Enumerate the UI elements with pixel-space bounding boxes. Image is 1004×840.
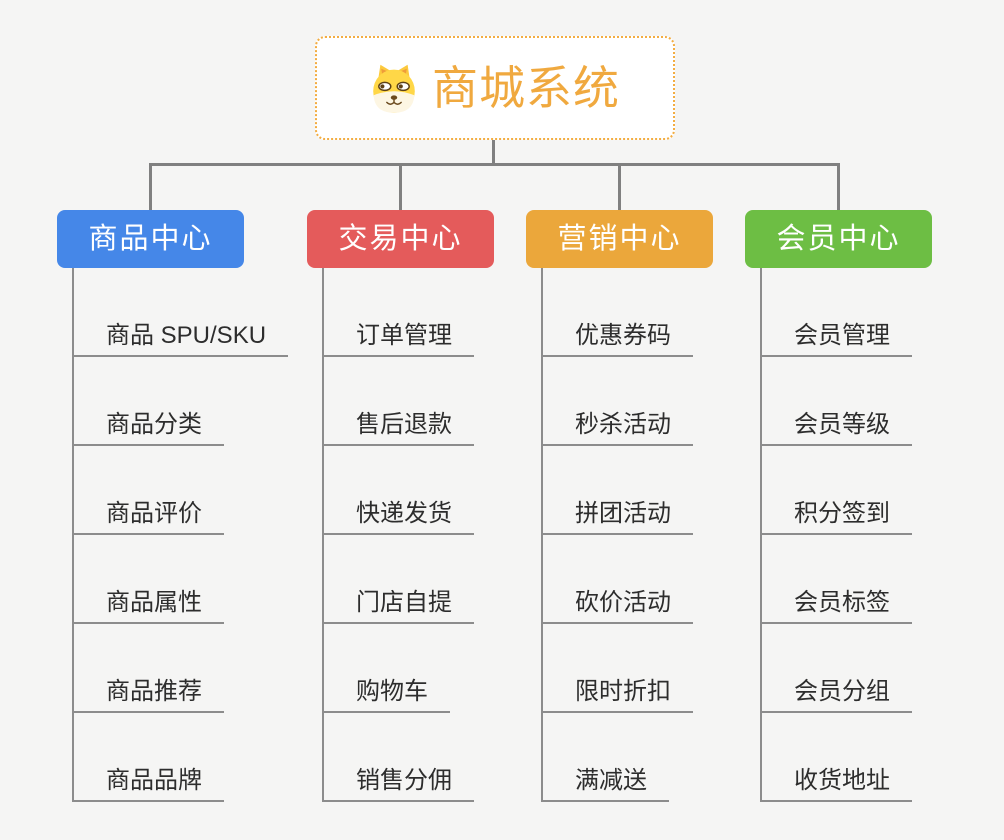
connector-branch-trunk — [760, 268, 762, 802]
leaf-node[interactable]: 商品品牌 — [72, 767, 224, 802]
leaf-node[interactable]: 商品属性 — [72, 589, 224, 624]
connector-branch-drop — [399, 163, 402, 210]
leaf-node[interactable]: 收货地址 — [760, 767, 912, 802]
connector-branch-drop — [618, 163, 621, 210]
leaf-node[interactable]: 拼团活动 — [541, 500, 693, 535]
branch-header-label: 营销中心 — [557, 222, 682, 255]
leaf-node[interactable]: 优惠券码 — [541, 322, 693, 357]
leaf-node[interactable]: 商品推荐 — [72, 678, 224, 713]
leaf-node[interactable]: 销售分佣 — [322, 767, 474, 802]
branch-header-label: 会员中心 — [776, 222, 901, 255]
branch-header-3[interactable]: 营销中心 — [526, 210, 713, 268]
leaf-node[interactable]: 订单管理 — [322, 322, 474, 357]
leaf-node[interactable]: 积分签到 — [760, 500, 912, 535]
connector-branch-trunk — [72, 268, 74, 802]
leaf-node[interactable]: 会员管理 — [760, 322, 912, 357]
leaf-node[interactable]: 限时折扣 — [541, 678, 693, 713]
root-node[interactable]: 商城系统 — [315, 36, 675, 140]
branch-header-label: 交易中心 — [338, 222, 463, 255]
leaf-node[interactable]: 会员等级 — [760, 411, 912, 446]
connector-branch-drop — [149, 163, 152, 210]
leaf-node[interactable]: 商品分类 — [72, 411, 224, 446]
branch-header-2[interactable]: 交易中心 — [307, 210, 494, 268]
connector-branch-trunk — [541, 268, 543, 802]
branch-header-1[interactable]: 商品中心 — [57, 210, 244, 268]
leaf-node[interactable]: 售后退款 — [322, 411, 474, 446]
leaf-node[interactable]: 会员标签 — [760, 589, 912, 624]
leaf-node[interactable]: 门店自提 — [322, 589, 474, 624]
leaf-node[interactable]: 秒杀活动 — [541, 411, 693, 446]
branch-header-label: 商品中心 — [88, 222, 213, 255]
branch-header-4[interactable]: 会员中心 — [745, 210, 932, 268]
leaf-node[interactable]: 购物车 — [322, 678, 450, 713]
leaf-node[interactable]: 快递发货 — [322, 500, 474, 535]
connector-branch-trunk — [322, 268, 324, 802]
leaf-node[interactable]: 满减送 — [541, 767, 669, 802]
connector-branch-drop — [837, 163, 840, 210]
root-title: 商城系统 — [432, 62, 620, 114]
leaf-node[interactable]: 商品 SPU/SKU — [72, 322, 289, 357]
leaf-node[interactable]: 砍价活动 — [541, 589, 693, 624]
dog-face-icon — [370, 61, 418, 115]
leaf-node[interactable]: 会员分组 — [760, 678, 912, 713]
connector-horizontal-line — [149, 163, 840, 166]
leaf-node[interactable]: 商品评价 — [72, 500, 224, 535]
connector-root-stub — [492, 140, 495, 163]
